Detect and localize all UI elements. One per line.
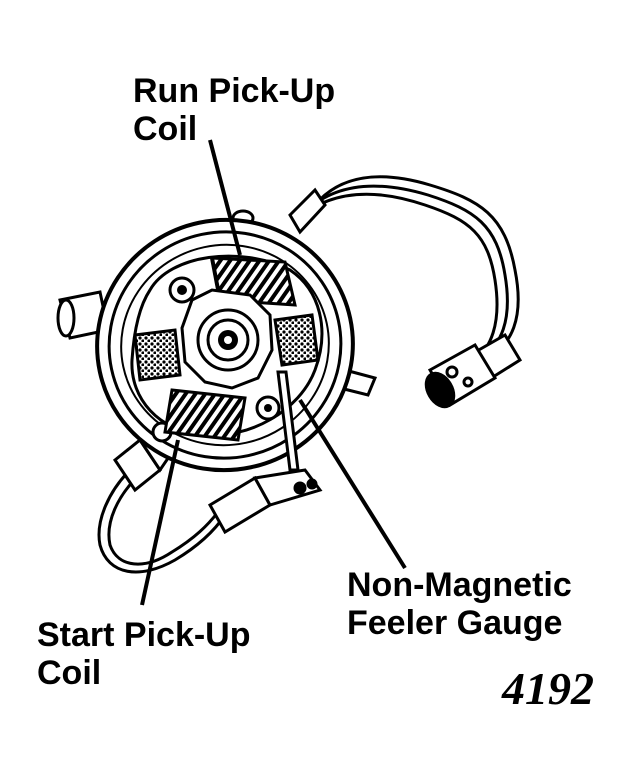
upper-lead-wires	[295, 175, 520, 364]
run-pickup-label-line2: Coil	[133, 110, 198, 148]
feeler-gauge-label-line2: Feeler Gauge	[347, 604, 563, 642]
lower-lead-wires	[97, 468, 227, 574]
start-pickup-label-line1: Start Pick-Up	[37, 616, 251, 654]
leader-start-pickup	[140, 439, 180, 606]
feeler-gauge-label-line1: Non-Magnetic	[347, 566, 572, 604]
magnet-left	[133, 328, 182, 382]
lower-connector	[207, 468, 323, 535]
start-pickup-coil	[163, 388, 247, 442]
feeler-gauge-label: Non-Magnetic Feeler Gauge	[347, 566, 572, 642]
reluctor-rotor	[180, 288, 274, 390]
magnet-right	[273, 313, 320, 367]
leader-feeler-gauge	[298, 398, 407, 570]
feeler-gauge	[276, 370, 300, 472]
run-pickup-label: Run Pick-Up Coil	[133, 72, 335, 148]
start-pickup-label-line2: Coil	[37, 654, 102, 692]
start-pickup-label: Start Pick-Up Coil	[37, 616, 251, 692]
leader-run-pickup	[208, 139, 242, 256]
upper-right-connector	[424, 332, 523, 409]
leader-lines	[140, 139, 407, 606]
figure-number: 4192	[502, 663, 594, 714]
run-pickup-label-line1: Run Pick-Up	[133, 72, 336, 110]
